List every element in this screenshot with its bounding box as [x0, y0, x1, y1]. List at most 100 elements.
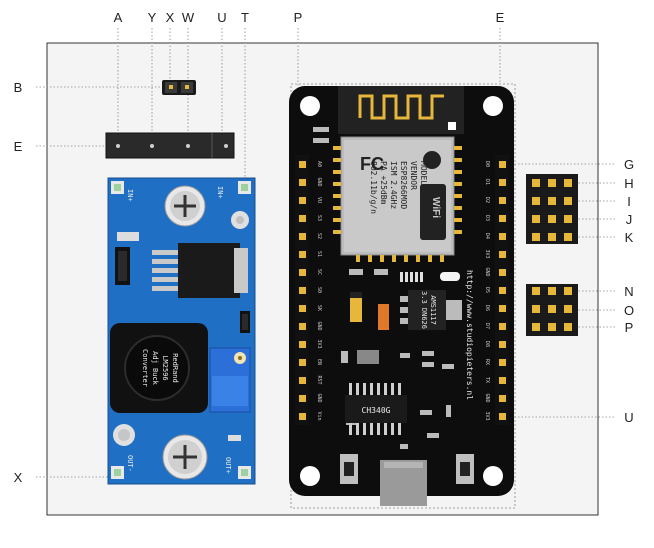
jumper-pin	[548, 323, 556, 331]
left-pin-pad	[299, 413, 306, 420]
left-pin-pad	[299, 377, 306, 384]
left-pin-label: GND	[316, 393, 322, 402]
lm2596-ic	[178, 243, 240, 298]
usb-chip	[345, 395, 407, 423]
left-pin-label: A0	[316, 161, 322, 167]
left-pin-label: EN	[316, 359, 322, 365]
left-pin-pad	[299, 251, 306, 258]
jumper-pin	[532, 197, 540, 205]
label-P-top: P	[294, 10, 303, 25]
right-pin-label: GND	[484, 393, 490, 402]
right-pin-pad	[499, 413, 506, 420]
right-pin-label: 3V3	[484, 411, 490, 420]
jumper-pin	[532, 323, 540, 331]
label-X-left: X	[14, 470, 23, 485]
inductor-text-1: RedRand	[171, 353, 179, 383]
left-pin-label: VU	[316, 197, 322, 203]
jumper-pin	[548, 179, 556, 187]
top-labels: A Y X W U T P E	[114, 10, 505, 25]
right-pin-pad	[499, 269, 506, 276]
right-pin-pad	[499, 161, 506, 168]
right-pin-pad	[499, 233, 506, 240]
left-pin-label: S0	[316, 287, 322, 293]
jumper-pin	[564, 179, 572, 187]
left-pin-pad	[299, 395, 306, 402]
label-E-left: E	[14, 139, 23, 154]
jumper-block-upper	[526, 174, 578, 244]
left-pin-pad	[299, 269, 306, 276]
leader-lines	[36, 28, 616, 478]
module-ism: ISM 2.4GHz	[389, 161, 398, 209]
label-A: A	[114, 10, 123, 25]
right-pin-label: D2	[484, 197, 490, 203]
right-pin-label: D5	[484, 287, 490, 293]
inductor-text-3: Adj Buck	[151, 351, 159, 386]
left-pin-label: S2	[316, 233, 322, 239]
regulator-label: AMS1117	[429, 295, 437, 325]
jumper-b	[162, 80, 196, 95]
jumper-pin	[564, 197, 572, 205]
jumper-pin	[548, 287, 556, 295]
right-pin-label: D6	[484, 305, 490, 311]
jumper-pin	[564, 215, 572, 223]
jumper-pin	[564, 287, 572, 295]
label-I: I	[627, 194, 631, 209]
buck-converter: IN+ IN+ OUT- OUT+ RedRand	[107, 177, 256, 485]
jumper-pin	[548, 215, 556, 223]
jumper-pin	[564, 233, 572, 241]
wifi-logo-box	[420, 184, 446, 240]
label-T: T	[241, 10, 249, 25]
nodemcu-board: MODEL VENDOR ESP8266MOD ISM 2.4GHz PA +2…	[289, 86, 514, 506]
jumper-pin	[532, 215, 540, 223]
right-pin-pad	[499, 323, 506, 330]
left-pin-pad	[299, 179, 306, 186]
left-labels: B E X	[14, 80, 23, 485]
module-std: 802.11b/g/n	[369, 161, 378, 214]
left-pin-pad	[299, 287, 306, 294]
right-pin-label: GND	[484, 267, 490, 276]
right-pin-label: D8	[484, 341, 490, 347]
right-pin-label: D1	[484, 179, 490, 185]
left-pin-label: GND	[316, 177, 322, 186]
right-pin-label: 3V3	[484, 249, 490, 258]
left-pin-label: S3	[316, 215, 322, 221]
pin-in-plus-left: IN+	[126, 189, 134, 202]
label-W: W	[182, 10, 195, 25]
jumper-block-lower	[526, 284, 578, 336]
label-J: J	[626, 212, 633, 227]
right-pin-pad	[499, 197, 506, 204]
inductor-text-2: LM2596	[161, 355, 169, 380]
left-pin-label: SC	[316, 269, 322, 275]
right-pin-pad	[499, 287, 506, 294]
right-pin-pad	[499, 305, 506, 312]
label-E-top: E	[496, 10, 505, 25]
website-url: http://www.studiopieters.nl	[465, 270, 474, 400]
jumper-pin	[548, 233, 556, 241]
module-name: ESP8266MOD	[399, 161, 408, 209]
jumper-pin	[564, 323, 572, 331]
left-pin-pad	[299, 215, 306, 222]
left-pin-pad	[299, 323, 306, 330]
label-G: G	[624, 157, 634, 172]
jumper-pin	[548, 197, 556, 205]
left-pin-label: Vin	[316, 411, 322, 420]
module-pa: PA +25dBm	[379, 161, 388, 205]
left-pin-pad	[299, 197, 306, 204]
jumper-pin	[532, 179, 540, 187]
label-N: N	[624, 284, 633, 299]
right-pin-pad	[499, 179, 506, 186]
regulator	[408, 290, 446, 330]
label-X: X	[166, 10, 175, 25]
right-labels: G H I J K N O P U	[624, 157, 634, 425]
right-pin-label: D7	[484, 323, 490, 329]
left-pin-pad	[299, 341, 306, 348]
header-e	[105, 132, 235, 159]
label-O: O	[624, 303, 634, 318]
wifi-logo: WiFi	[430, 197, 441, 218]
right-pin-label: D0	[484, 161, 490, 167]
left-pin-label: RST	[316, 375, 322, 384]
label-H: H	[624, 176, 633, 191]
right-pin-pad	[499, 377, 506, 384]
